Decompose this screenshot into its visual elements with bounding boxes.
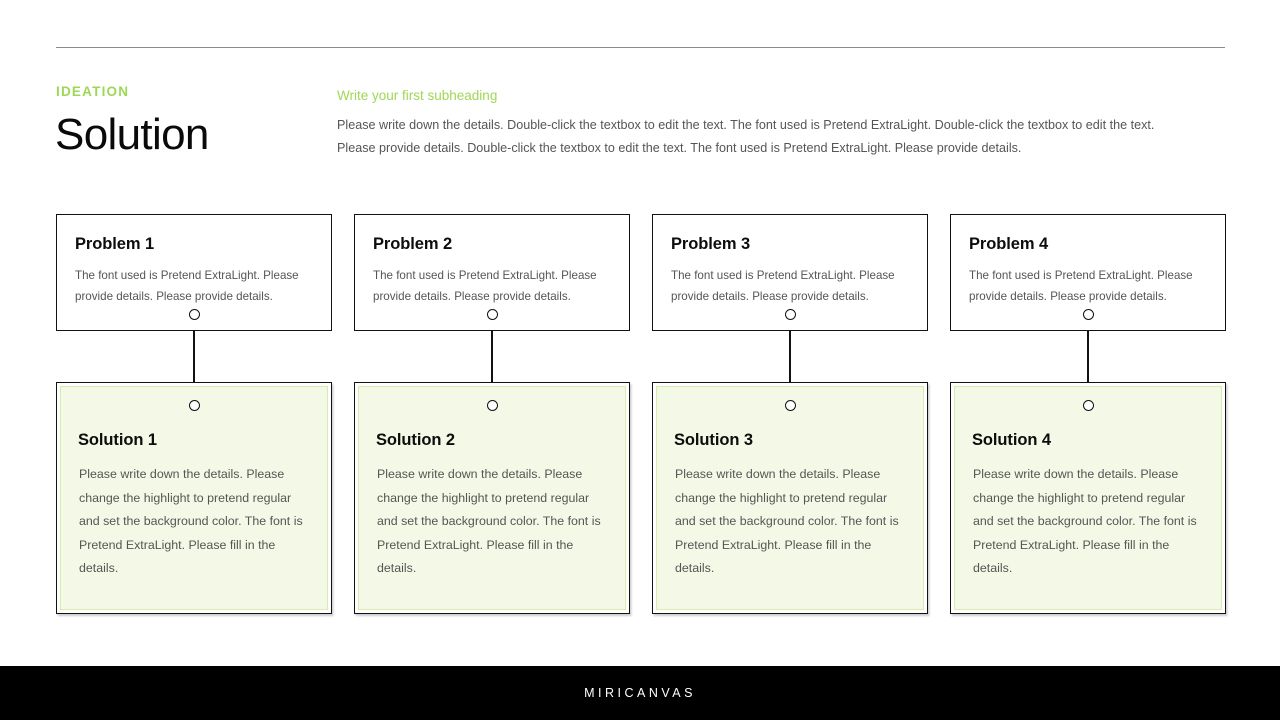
connector-line	[193, 309, 195, 429]
problem-solution-grid: Problem 1 The font used is Pretend Extra…	[56, 214, 1226, 614]
solution-card-body: Please write down the details. Please ch…	[79, 467, 303, 575]
solution-card[interactable]: Solution 1 Please write down the details…	[56, 382, 332, 614]
solution-card[interactable]: Solution 3 Please write down the details…	[652, 382, 928, 614]
connector-line	[1087, 309, 1089, 429]
problem-card-body: The font used is Pretend ExtraLight. Ple…	[75, 269, 299, 303]
connector-line	[491, 309, 493, 429]
problem-solution-column: Problem 4 The font used is Pretend Extra…	[950, 214, 1226, 614]
solution-card-fill	[656, 386, 924, 610]
solution-card-body: Please write down the details. Please ch…	[973, 467, 1197, 575]
problem-card-body: The font used is Pretend ExtraLight. Ple…	[671, 269, 895, 303]
connector-node-bottom-circle-icon	[188, 400, 200, 411]
header-divider	[56, 47, 1225, 48]
connector-node-top-circle-icon	[784, 309, 796, 320]
footer-bar: MIRICANVAS	[0, 666, 1280, 720]
solution-card[interactable]: Solution 4 Please write down the details…	[950, 382, 1226, 614]
connector-line	[789, 309, 791, 429]
solution-card-body: Please write down the details. Please ch…	[377, 467, 601, 575]
problem-card-title: Problem 4	[969, 235, 1049, 253]
connector-node-bottom-circle-icon	[784, 400, 796, 411]
intro-paragraph: Please write down the details. Double-cl…	[337, 114, 1225, 159]
problem-card-body: The font used is Pretend ExtraLight. Ple…	[969, 269, 1193, 303]
solution-card-title: Solution 2	[376, 431, 455, 449]
solution-card-title: Solution 3	[674, 431, 753, 449]
problem-solution-column: Problem 2 The font used is Pretend Extra…	[354, 214, 630, 614]
problem-card-title: Problem 3	[671, 235, 751, 253]
connector-node-top-circle-icon	[188, 309, 200, 320]
solution-card-title: Solution 4	[972, 431, 1051, 449]
subheading-text: Write your first subheading	[337, 88, 498, 103]
solution-card-fill	[954, 386, 1222, 610]
solution-card[interactable]: Solution 2 Please write down the details…	[354, 382, 630, 614]
problem-card-title: Problem 1	[75, 235, 155, 253]
problem-solution-column: Problem 1 The font used is Pretend Extra…	[56, 214, 332, 614]
solution-card-title: Solution 1	[78, 431, 157, 449]
intro-paragraph-line-2: Please provide details. Double-click the…	[337, 140, 1022, 155]
solution-card-fill	[358, 386, 626, 610]
connector-node-bottom-circle-icon	[1082, 400, 1094, 411]
section-eyebrow-label: IDEATION	[56, 84, 130, 99]
connector-node-top-circle-icon	[486, 309, 498, 320]
problem-card-title: Problem 2	[373, 235, 453, 253]
intro-paragraph-line-1: Please write down the details. Double-cl…	[337, 118, 1155, 132]
solution-card-fill	[60, 386, 328, 610]
footer-brand-wordmark: MIRICANVAS	[584, 686, 696, 700]
solution-card-body: Please write down the details. Please ch…	[675, 467, 899, 575]
problem-solution-column: Problem 3 The font used is Pretend Extra…	[652, 214, 928, 614]
problem-card-body: The font used is Pretend ExtraLight. Ple…	[373, 269, 597, 303]
connector-node-top-circle-icon	[1082, 309, 1094, 320]
connector-node-bottom-circle-icon	[486, 400, 498, 411]
problem-card[interactable]: Problem 4 The font used is Pretend Extra…	[950, 214, 1226, 331]
page-title: Solution	[55, 110, 209, 159]
